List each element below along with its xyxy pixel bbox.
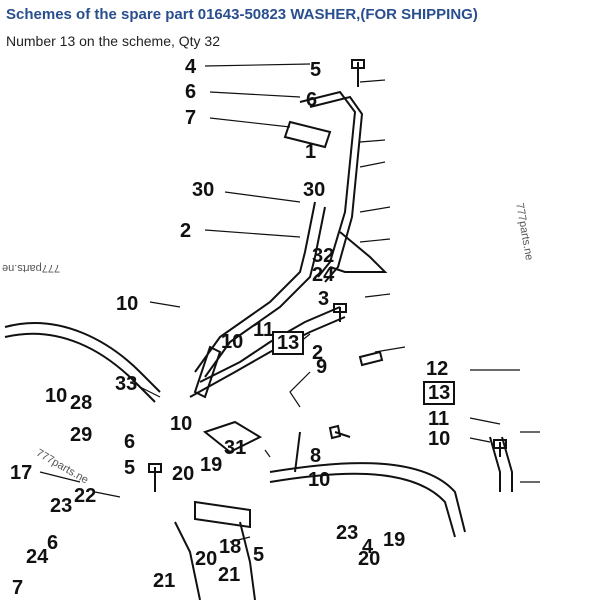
callout-5: 5 — [253, 544, 265, 566]
bolt-top — [351, 59, 365, 87]
callout-10: 10 — [45, 385, 68, 407]
callout-28: 28 — [70, 392, 93, 414]
parts-scheme-diagram: 777parts.ne 777parts.ne 777parts.ne — [0, 52, 600, 601]
callout-7: 7 — [12, 577, 24, 599]
part-subtitle: Number 13 on the scheme, Qty 32 — [6, 33, 220, 49]
leader-10a — [149, 301, 181, 308]
tube-bend-1 — [194, 201, 316, 373]
callout-6: 6 — [306, 89, 318, 111]
fitting-upper-left — [193, 345, 222, 399]
scheme-drawing — [4, 59, 540, 601]
leader-11 — [469, 417, 501, 425]
pipe-lower-1 — [174, 521, 201, 601]
callout-10: 10 — [170, 413, 193, 435]
callout-5: 5 — [310, 59, 322, 81]
bolt-left — [148, 463, 162, 492]
tube-upper-1 — [299, 90, 357, 278]
callout-20: 20 — [195, 548, 218, 570]
callout-6: 6 — [185, 81, 197, 103]
hose-left-2 — [4, 332, 156, 403]
pipe-lower-3 — [294, 431, 301, 473]
callout-12: 12 — [426, 358, 449, 380]
callout-29: 29 — [70, 424, 93, 446]
bracket-center — [202, 420, 263, 454]
callout-23: 23 — [336, 522, 359, 544]
callout-11: 11 — [428, 408, 450, 430]
callout-10: 10 — [221, 331, 244, 353]
hose-left — [4, 322, 161, 393]
leader-4 — [204, 63, 311, 67]
leader-2 — [204, 229, 301, 238]
callout-6: 6 — [124, 431, 136, 453]
tube-bend-2 — [204, 206, 326, 378]
callout-11: 11 — [253, 319, 275, 341]
leader-17 — [39, 471, 81, 483]
tube-lower-1 — [199, 306, 341, 383]
leader-7 — [209, 117, 291, 128]
callout-32: 32 — [312, 245, 335, 267]
callout-6: 6 — [47, 532, 59, 554]
leader-r2 — [359, 238, 391, 243]
callout-24: 24 — [312, 264, 335, 286]
bracket-lower — [194, 500, 251, 529]
callout-21: 21 — [218, 564, 241, 586]
callout-19: 19 — [200, 454, 223, 476]
bolt-far-right — [493, 439, 507, 457]
callout-21: 21 — [153, 570, 176, 592]
callout-30: 30 — [303, 179, 326, 201]
leader-6 — [209, 91, 301, 98]
tube-lower-2 — [189, 316, 346, 398]
callout-20: 20 — [358, 548, 381, 570]
callout-4: 4 — [185, 56, 197, 78]
bolt-mid — [333, 303, 347, 322]
pipe-lower-2 — [239, 521, 256, 601]
leader-31 — [264, 449, 271, 458]
leader-9 — [289, 371, 311, 408]
callout-7: 7 — [185, 107, 197, 129]
leader-r1 — [359, 206, 391, 213]
callout-10: 10 — [308, 469, 331, 491]
callout-19: 19 — [383, 529, 406, 551]
callout-18: 18 — [219, 536, 242, 558]
leader-r4 — [374, 346, 406, 353]
callout-5: 5 — [124, 457, 136, 479]
callout-13-highlighted: 13 — [272, 331, 305, 355]
callout-22: 22 — [74, 485, 97, 507]
hose-loop — [329, 231, 388, 273]
callout-2: 2 — [312, 342, 324, 364]
callout-9: 9 — [316, 356, 328, 378]
leader-r7 — [359, 139, 386, 143]
watermark: 777parts.ne — [2, 262, 61, 274]
leader-r3 — [364, 293, 391, 298]
callout-10: 10 — [428, 428, 451, 450]
leader-10c — [469, 437, 491, 443]
callout-31: 31 — [224, 437, 247, 459]
callout-10: 10 — [116, 293, 139, 315]
callout-3: 3 — [318, 288, 330, 310]
clamp-plate — [283, 120, 332, 149]
leader-r5 — [359, 161, 386, 168]
callout-24: 24 — [26, 546, 49, 568]
callout-4: 4 — [362, 536, 374, 558]
callout-30: 30 — [192, 179, 215, 201]
leader-23 — [94, 491, 121, 498]
leader-18 — [229, 536, 251, 543]
callout-23: 23 — [50, 495, 73, 517]
callout-2: 2 — [180, 220, 192, 242]
page-title: Schemes of the spare part 01643-50823 WA… — [6, 6, 478, 23]
callout-17: 17 — [10, 462, 33, 484]
callout-13-highlighted: 13 — [423, 381, 456, 405]
callout-1: 1 — [305, 141, 317, 163]
callout-8: 8 — [310, 445, 322, 467]
fitting-sensor — [358, 350, 384, 367]
leader-30 — [224, 191, 301, 203]
leader-r6 — [359, 79, 386, 83]
leader-33 — [139, 386, 161, 398]
callout-20: 20 — [172, 463, 195, 485]
hose-center-2 — [269, 472, 456, 538]
bolt-right — [328, 424, 351, 440]
callout-33: 33 — [115, 373, 138, 395]
